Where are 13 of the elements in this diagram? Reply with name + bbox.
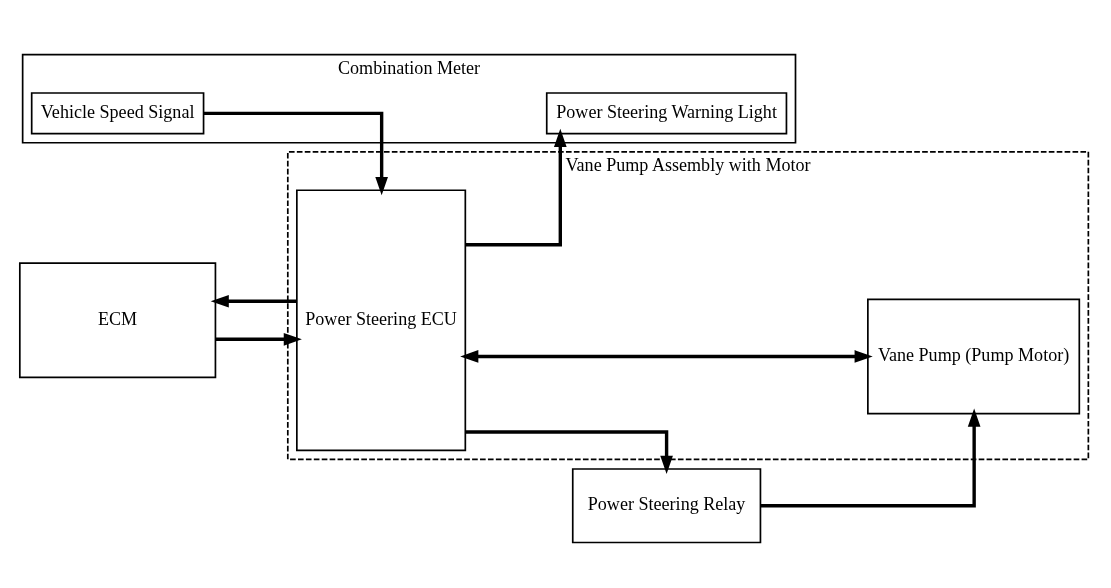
arrow <box>460 350 873 363</box>
node-box: Power Steering ECU <box>296 189 467 452</box>
arrow <box>215 332 302 346</box>
arrow <box>203 111 388 196</box>
arrow <box>760 408 981 508</box>
node-box: Vehicle Speed Signal <box>30 92 205 135</box>
node-box: Vane Pump (Pump Motor) <box>867 298 1081 415</box>
node-box: Power Steering Warning Light <box>545 92 788 135</box>
node-box: ECM <box>18 262 217 379</box>
arrow <box>465 128 567 247</box>
node-box: Power Steering Relay <box>571 468 762 544</box>
arrow <box>465 430 673 474</box>
arrow <box>210 294 297 308</box>
